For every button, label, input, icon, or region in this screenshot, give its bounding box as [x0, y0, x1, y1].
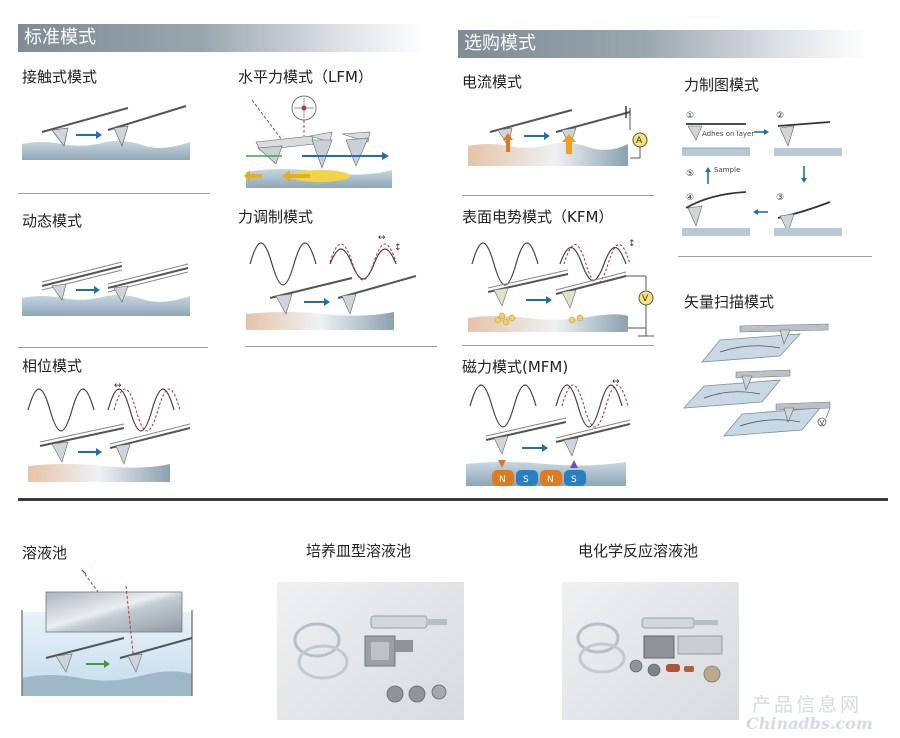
magnet-s-label: S	[571, 475, 577, 485]
step-2-label: ②	[776, 111, 784, 121]
standard-mode-title: 标准模式	[24, 27, 96, 48]
optional-mode-title: 选购模式	[464, 33, 536, 54]
separator	[678, 256, 872, 257]
ammeter-symbol: A	[636, 136, 643, 146]
phase-mode-diagram: ↔	[27, 381, 191, 482]
optional-mode-header: 选购模式	[458, 30, 870, 58]
separator	[245, 346, 437, 347]
mfm-mode-diagram: ↔ N S N S	[466, 377, 631, 486]
lfm-mode-diagram	[244, 95, 392, 188]
electrochem-cell-label: 电化学反应溶液池	[578, 542, 699, 560]
mfm-mode-label: 磁力模式(MFM)	[462, 358, 569, 376]
contact-mode-label: 接触式模式	[22, 68, 98, 86]
separator	[18, 347, 208, 348]
kfm-mode-label: 表面电势模式（KFM）	[462, 208, 614, 226]
current-mode-label: 电流模式	[462, 73, 523, 91]
step-1-label: ①	[686, 111, 694, 121]
voltmeter-symbol: V	[642, 294, 649, 304]
step-3-label: ③	[776, 193, 784, 203]
force-mapping-diagram: ① ② ⑤ ④ ③ Adhes on layer Sample	[682, 111, 842, 236]
liquid-cell-label: 溶液池	[22, 544, 68, 562]
magnet-s-label: S	[523, 475, 529, 485]
phase-mode-label: 相位模式	[22, 357, 83, 375]
section-divider	[18, 498, 888, 501]
adhesion-layer-label: Adhes on layer	[702, 130, 754, 138]
separator	[18, 193, 210, 194]
electrochem-cell-photo	[562, 582, 739, 720]
kfm-mode-diagram: ↕ V	[468, 239, 654, 337]
dynamic-mode-diagram	[22, 261, 190, 316]
sample-label: Sample	[714, 166, 740, 174]
separator	[462, 195, 654, 196]
svg-text:↔: ↔	[612, 377, 620, 387]
step-5-label: ⑤	[686, 169, 694, 179]
force-mapping-mode-label: 力制图模式	[684, 76, 760, 94]
magnet-n-label: N	[499, 475, 506, 485]
dish-cell-label: 培养皿型溶液池	[306, 542, 412, 560]
svg-text:↔: ↔	[378, 233, 386, 243]
separator	[462, 345, 654, 346]
current-mode-diagram: A	[468, 106, 648, 166]
vector-scan-mode-label: 矢量扫描模式	[684, 293, 775, 311]
force-modulation-mode-label: 力调制模式	[238, 208, 314, 226]
svg-text:↔: ↔	[114, 381, 122, 391]
lfm-mode-label: 水平力模式（LFM）	[238, 68, 373, 86]
contact-mode-diagram	[22, 105, 190, 160]
step-4-label: ④	[686, 193, 694, 203]
liquid-cell-diagram	[21, 569, 193, 696]
watermark-en: Chinadbs.com	[746, 714, 873, 733]
standard-mode-header: 标准模式	[18, 24, 428, 52]
vector-scan-diagram: V	[683, 323, 831, 437]
dish-cell-photo	[277, 582, 464, 720]
vector-voltmeter-symbol: V	[820, 419, 825, 427]
watermark-cn: 产品信息网	[752, 694, 863, 716]
svg-text:↕: ↕	[628, 239, 636, 249]
dynamic-mode-label: 动态模式	[22, 212, 83, 230]
magnet-n-label: N	[547, 475, 554, 485]
svg-text:↕: ↕	[394, 243, 402, 253]
force-modulation-diagram: ↔ ↕	[246, 233, 417, 330]
